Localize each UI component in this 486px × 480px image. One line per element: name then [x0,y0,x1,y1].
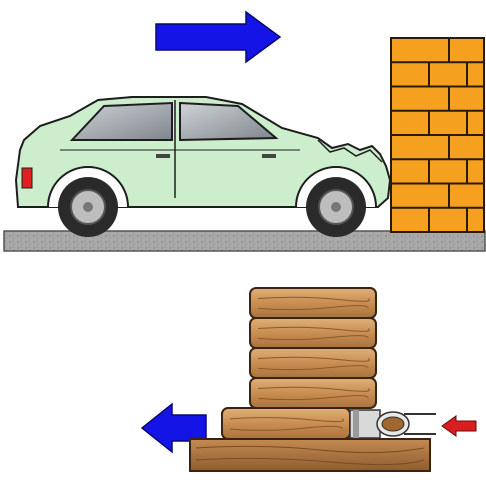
wood-grain [257,356,370,371]
wood-grain [257,296,370,311]
wood-block [249,287,377,319]
brick-wall [390,37,485,233]
ground-strip [3,230,486,252]
front-window [179,101,279,142]
right-arrow-icon [155,10,282,64]
wood-block-stack [221,287,377,440]
tail-light [21,167,33,189]
wood-grain [229,417,344,431]
piston-rod [349,409,436,439]
wood-block [249,317,377,349]
wood-block [249,347,377,379]
car [14,96,392,237]
wood-block [221,407,351,440]
rear-window [69,101,173,141]
wood-grain [257,386,370,401]
small-left-arrow-icon [441,415,477,437]
rear-wheel [58,177,118,237]
wood-grain [257,326,370,341]
base-plank [189,438,431,472]
wood-block [249,377,377,409]
front-wheel [306,177,366,237]
